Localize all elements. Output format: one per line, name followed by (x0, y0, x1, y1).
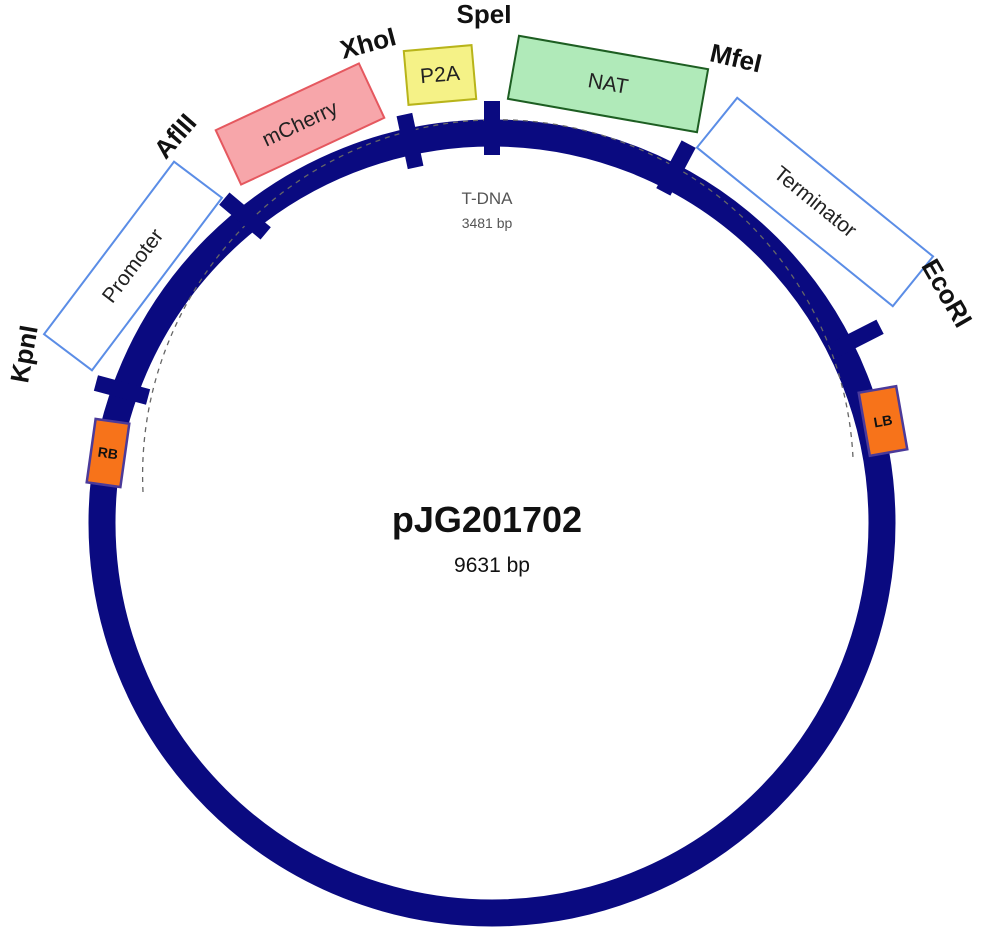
rb-box (85, 417, 131, 489)
rb-label: RB (97, 444, 119, 463)
terminator-box (695, 96, 935, 308)
spei-tick (484, 101, 500, 155)
plasmid-name: pJG201702 (392, 499, 582, 540)
p2a-box (402, 44, 478, 106)
site-label-kpni: KpnI (4, 323, 44, 385)
border-rb: RB (85, 417, 131, 489)
tdna-region-arc (141, 118, 854, 493)
site-label-mfei: MfeI (707, 38, 764, 79)
feature-mcherry: mCherry (214, 62, 386, 186)
site-label-spei: SpeI (457, 0, 512, 29)
border-lb: LB (857, 384, 909, 458)
feature-nat: NAT (506, 34, 710, 134)
site-label-ecori: EcoRI (916, 254, 979, 333)
lb-box (857, 384, 909, 458)
kpni-tick (93, 375, 151, 405)
site-ticks (93, 101, 884, 405)
site-label-xhoi: XhoI (337, 21, 399, 65)
plasmid-size: 9631 bp (454, 554, 530, 577)
tdna-name: T-DNA (462, 189, 514, 208)
nat-box (506, 34, 710, 134)
mcherry-box (214, 62, 386, 186)
mfei-tick (656, 140, 696, 196)
site-label-aflii: AflII (148, 108, 203, 165)
feature-p2a: P2A (402, 44, 478, 106)
promoter-box (42, 160, 224, 372)
tdna-size: 3481 bp (462, 215, 513, 231)
feature-terminator: Terminator (695, 96, 935, 308)
aflii-tick (219, 192, 271, 240)
p2a-label: P2A (419, 62, 461, 88)
lb-label: LB (872, 412, 893, 431)
xhoi-tick (396, 112, 424, 170)
ecori-tick (828, 319, 884, 359)
